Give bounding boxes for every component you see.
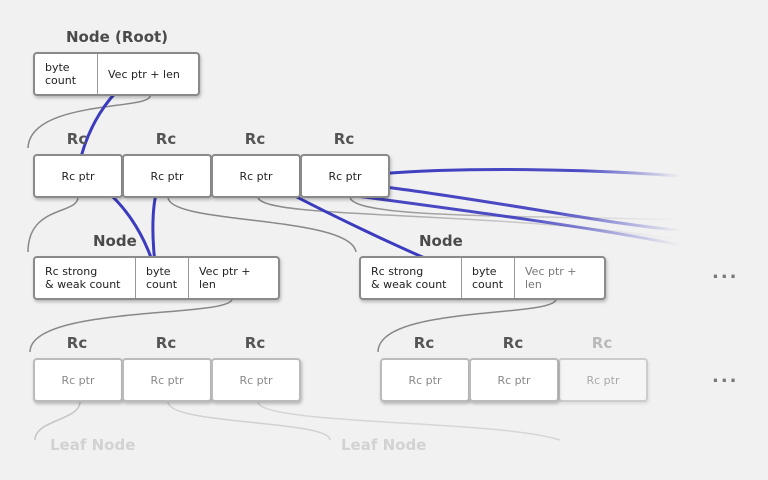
root-node-box: byte count Vec ptr + len xyxy=(33,52,200,96)
root-to-rc-connector xyxy=(27,95,151,149)
more-ellipsis: ... xyxy=(712,366,739,387)
root-byte-count-cell: byte count xyxy=(45,61,77,87)
strong-weak-count-cell: Rc strong & weak count xyxy=(371,265,447,291)
rc1-to-node-connector xyxy=(27,196,79,253)
rc-ptr-box: Rc ptr xyxy=(33,358,123,402)
node-title: Node xyxy=(419,232,463,250)
rc-ptr-box: Rc ptr xyxy=(122,358,212,402)
gray-connectors xyxy=(27,95,681,441)
more-ellipsis: ... xyxy=(712,262,739,283)
leaf-node-title: Leaf Node xyxy=(341,436,427,454)
rc-ptr-box: Rc ptr xyxy=(469,358,559,402)
strong-weak-count-cell: Rc strong & weak count xyxy=(45,265,121,291)
rc-label: Rc xyxy=(244,130,266,148)
rc4-pointer xyxy=(355,167,681,178)
vec-cell: Vec ptr + len xyxy=(188,258,278,298)
rc-label: Rc xyxy=(66,334,88,352)
byte-count-cell: byte count xyxy=(461,258,514,298)
rc-label: Rc xyxy=(155,334,177,352)
rc-label: Rc xyxy=(591,334,613,352)
node-box: Rc strong & weak count byte count Vec pt… xyxy=(359,256,606,300)
rc-label: Rc xyxy=(502,334,524,352)
rc2-to-node-connector xyxy=(167,196,357,253)
node-title: Node xyxy=(93,232,137,250)
rc-label: Rc xyxy=(413,334,435,352)
byte-count-cell: byte count xyxy=(135,258,188,298)
rc-ptr-box: Rc ptr xyxy=(300,154,390,198)
rc-ptr-box: Rc ptr xyxy=(211,358,301,402)
rc-label: Rc xyxy=(66,130,88,148)
rc-ptr-box: Rc ptr xyxy=(558,358,648,402)
vec-cell: Vec ptr + len xyxy=(514,258,604,298)
rc-label: Rc xyxy=(155,130,177,148)
root-node-title: Node (Root) xyxy=(66,28,169,46)
rc-label: Rc xyxy=(244,334,266,352)
rc-ptr-box: Rc ptr xyxy=(211,154,301,198)
rc-label: Rc xyxy=(333,130,355,148)
rc-ptr-box: Rc ptr xyxy=(122,154,212,198)
root-vec-cell: Vec ptr + len xyxy=(97,54,198,94)
node2-to-rc-connector xyxy=(377,298,557,353)
node-to-rc-connector xyxy=(29,298,233,353)
rc-ptr-box: Rc ptr xyxy=(33,154,123,198)
node-box: Rc strong & weak count byte count Vec pt… xyxy=(33,256,280,300)
rc-ptr-box: Rc ptr xyxy=(380,358,470,402)
leaf-node-title: Leaf Node xyxy=(50,436,136,454)
